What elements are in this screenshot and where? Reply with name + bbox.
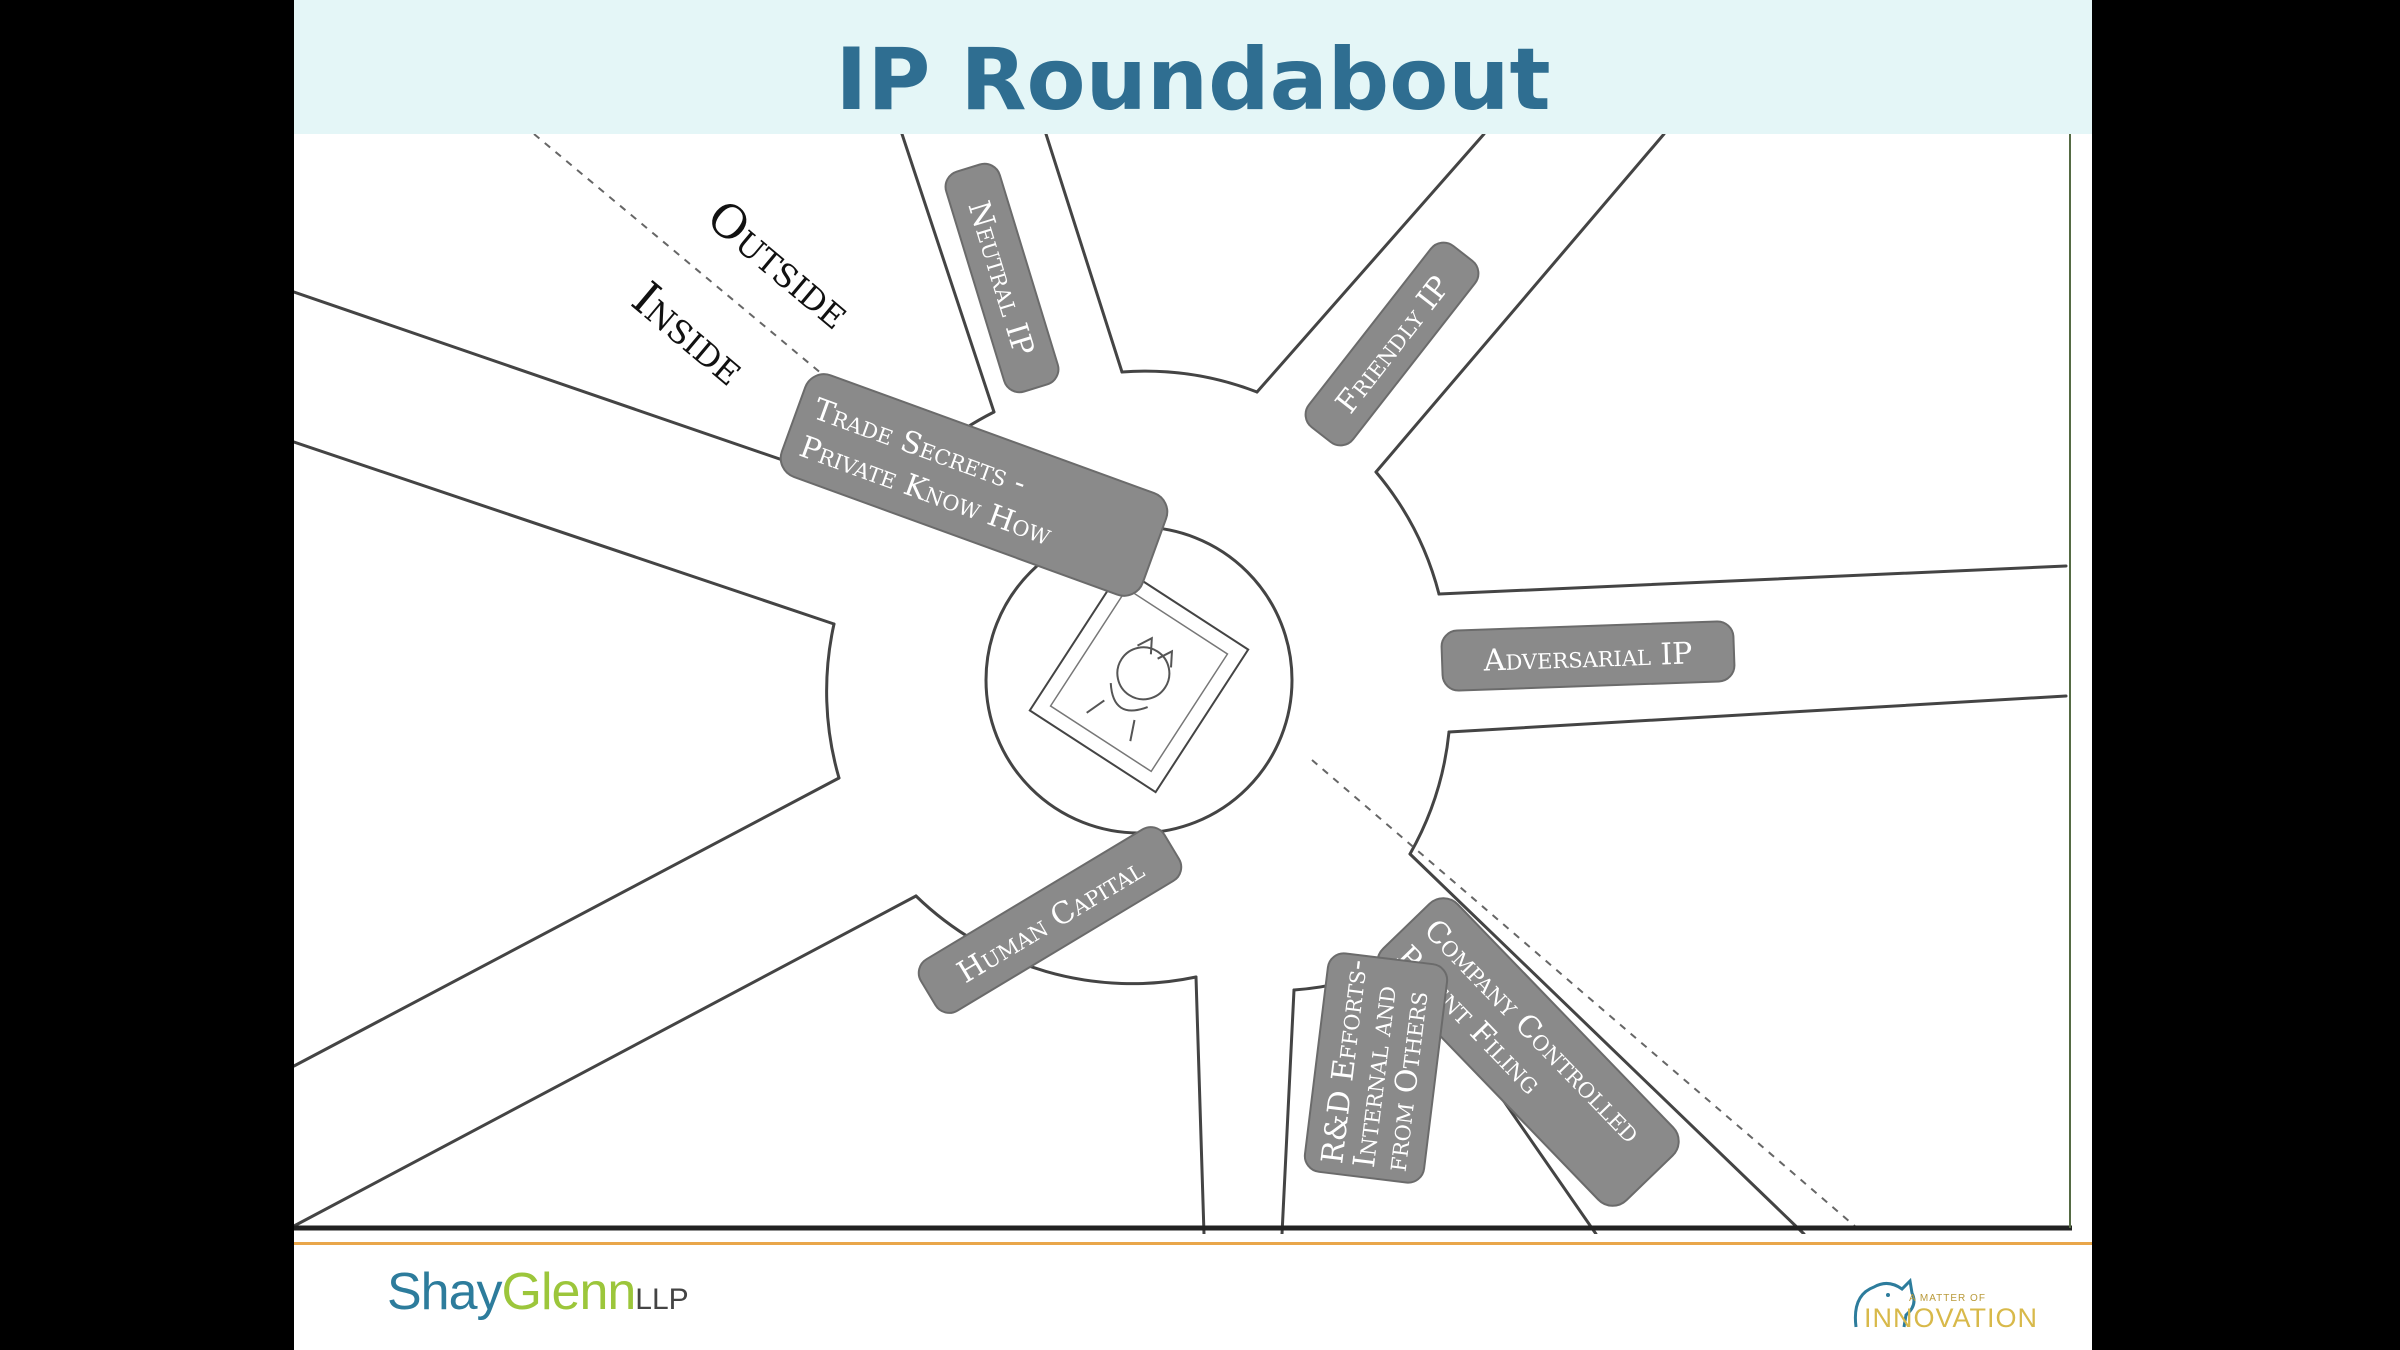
road-rd [1189,936,1334,1234]
roundabout-diagram: Outside Inside Neutral IP Friendly IP Ad… [294,134,2072,1234]
rhino-icon [1853,1277,1916,1328]
road-human [294,766,934,1233]
title-bar: IP Roundabout [294,0,2092,134]
shayglenn-logo: ShayGlennLLP [387,1262,689,1322]
slide-title: IP Roundabout [835,30,1551,130]
road-company [1384,780,1804,1234]
logo-part1: Shay [387,1263,503,1321]
logo-part3: LLP [635,1283,689,1316]
edge-human [294,776,918,1228]
sign-rd-efforts: R&D Efforts- Internal and from Others [1303,952,1449,1184]
inside-label: Inside [622,271,756,396]
road-adversarial [1494,566,2066,744]
zone-labels: Outside Inside [622,189,862,396]
outside-label: Outside [697,189,862,339]
sign-adversarial-ip: Adversarial IP [1440,620,1736,692]
tagline-innovation-text: INNOVATION [1864,1303,2039,1333]
edge-adversarial [1437,564,2068,734]
edge-friendly [1255,134,1666,474]
center-crest-icon [1028,566,1250,794]
logo-part2: Glenn [501,1263,637,1321]
sign-neutral-ip: Neutral IP [944,162,1060,394]
slide: IP Roundabout [294,0,2092,1350]
road-trade [294,292,894,630]
tagline-small-text: A MATTER OF [1909,1293,1986,1304]
edge-neutral [900,134,1124,414]
footer-rule [294,1242,2092,1245]
edge-rd [1194,975,1296,1234]
sign-adversarial-ip-text: Adversarial IP [1482,636,1693,678]
